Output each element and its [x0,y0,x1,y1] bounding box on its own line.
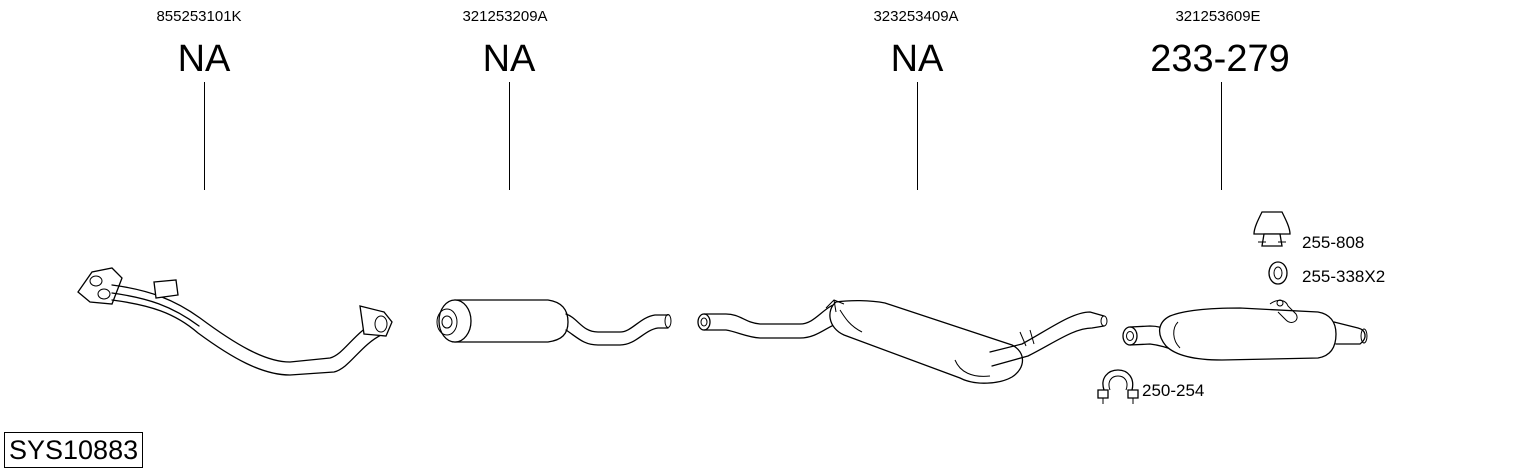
system-code-box: SYS10883 [4,432,144,468]
pipe-clamp-icon [1097,369,1139,404]
part-2-oem-number: 321253209A [462,8,548,25]
front-pipe-illustration [77,267,393,376]
part-1-leader-line [204,82,205,190]
middle-silencer-illustration [697,299,1108,384]
part-3-leader-line [917,82,918,190]
part-1-reference: NA [177,38,231,80]
part-3-reference: NA [890,38,944,80]
part-2-reference: NA [482,38,536,80]
part-4-reference: 233-279 [1150,38,1290,80]
seal-ring-icon [1268,261,1288,285]
rear-silencer-illustration [1122,299,1368,361]
part-4-leader-line [1221,82,1222,190]
rubber-mount-icon [1253,211,1291,247]
front-silencer-illustration [436,299,672,346]
ring-part-number: 255-338X2 [1302,267,1386,286]
clamp-part-number: 250-254 [1142,381,1205,400]
mount-part-number: 255-808 [1302,233,1365,252]
part-1-oem-number: 855253101K [156,8,242,25]
part-2-leader-line [509,82,510,190]
part-3-oem-number: 323253409A [873,8,959,25]
part-4-oem-number: 321253609E [1175,8,1261,25]
